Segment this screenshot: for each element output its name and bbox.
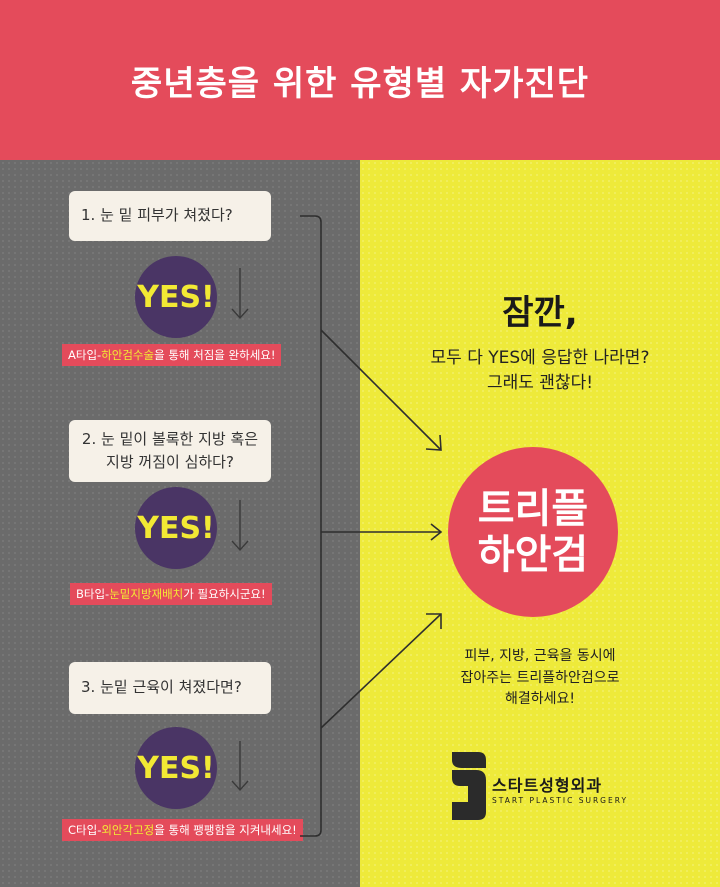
header-banner: 중년층을 위한 유형별 자가진단 xyxy=(0,0,720,160)
type-c-suffix: 을 통해 팽팽함을 지켜내세요! xyxy=(154,823,297,837)
type-b-highlight: 눈밑지방재배치 xyxy=(109,587,184,601)
wait-sub-line-1: 모두 다 YES에 응답한 나라면? xyxy=(430,348,650,368)
solution-line-2: 잡아주는 트리플하안검으로 xyxy=(460,669,620,686)
question-3-box: 3. 눈밑 근육이 쳐졌다면? xyxy=(69,662,271,714)
wait-heading: 잠깐, xyxy=(502,293,578,333)
type-b-suffix: 가 필요하시군요! xyxy=(183,587,266,601)
solution-description: 피부, 지방, 근육을 동시에 잡아주는 트리플하안검으로 해결하세요! xyxy=(360,646,720,711)
yes-badge-2: YES! xyxy=(135,487,217,569)
wait-sub-line-2: 그래도 괜찮다! xyxy=(486,372,594,393)
type-a-suffix: 을 통해 처짐을 완하세요! xyxy=(154,348,276,362)
page-title: 중년층을 위한 유형별 자가진단 xyxy=(130,63,590,104)
triple-circle-line-1: 트리플 xyxy=(477,486,589,532)
triple-circle-line-2: 하안검 xyxy=(477,532,589,578)
type-b-prefix: B타입- xyxy=(76,587,110,601)
logo-subtitle: START PLASTIC SURGERY xyxy=(492,796,629,805)
logo-s-icon xyxy=(452,752,486,820)
type-c-prefix: C타입- xyxy=(68,823,102,837)
down-arrows xyxy=(231,268,249,792)
question-3-text: 3. 눈밑 근육이 쳐졌다면? xyxy=(81,678,242,697)
question-2-line-2: 지방 꺼짐이 심하다? xyxy=(106,453,234,471)
question-2-box: 2. 눈 밑이 볼록한 지방 혹은 지방 꺼짐이 심하다? xyxy=(69,420,271,482)
logo-name: 스타트성형외과 xyxy=(492,776,603,795)
solution-line-1: 피부, 지방, 근육을 동시에 xyxy=(464,648,616,664)
type-c-highlight: 외안각고정 xyxy=(101,823,155,837)
question-1-text: 1. 눈 밑 피부가 쳐졌다? xyxy=(81,206,233,225)
yes-badge-1: YES! xyxy=(135,256,217,338)
type-a-prefix: A타입- xyxy=(68,348,102,362)
type-a-tag: A타입-하안검수술을 통해 처짐을 완하세요! xyxy=(62,344,282,366)
bracket-arrows xyxy=(300,215,443,837)
yes-badge-3: YES! xyxy=(135,727,217,809)
triple-circle: 트리플 하안검 xyxy=(448,447,618,617)
type-b-tag: B타입-눈밑지방재배치가 필요하시군요! xyxy=(70,583,272,605)
solution-line-3: 해결하세요! xyxy=(504,691,575,708)
question-2-line-1: 2. 눈 밑이 볼록한 지방 혹은 xyxy=(81,429,259,448)
type-c-tag: C타입-외안각고정을 통해 팽팽함을 지켜내세요! xyxy=(62,819,303,841)
wait-subtext: 모두 다 YES에 응답한 나라면? 그래도 괜찮다! xyxy=(360,346,720,395)
question-1-box: 1. 눈 밑 피부가 쳐졌다? xyxy=(69,191,271,241)
type-a-highlight: 하안검수술 xyxy=(101,348,155,362)
